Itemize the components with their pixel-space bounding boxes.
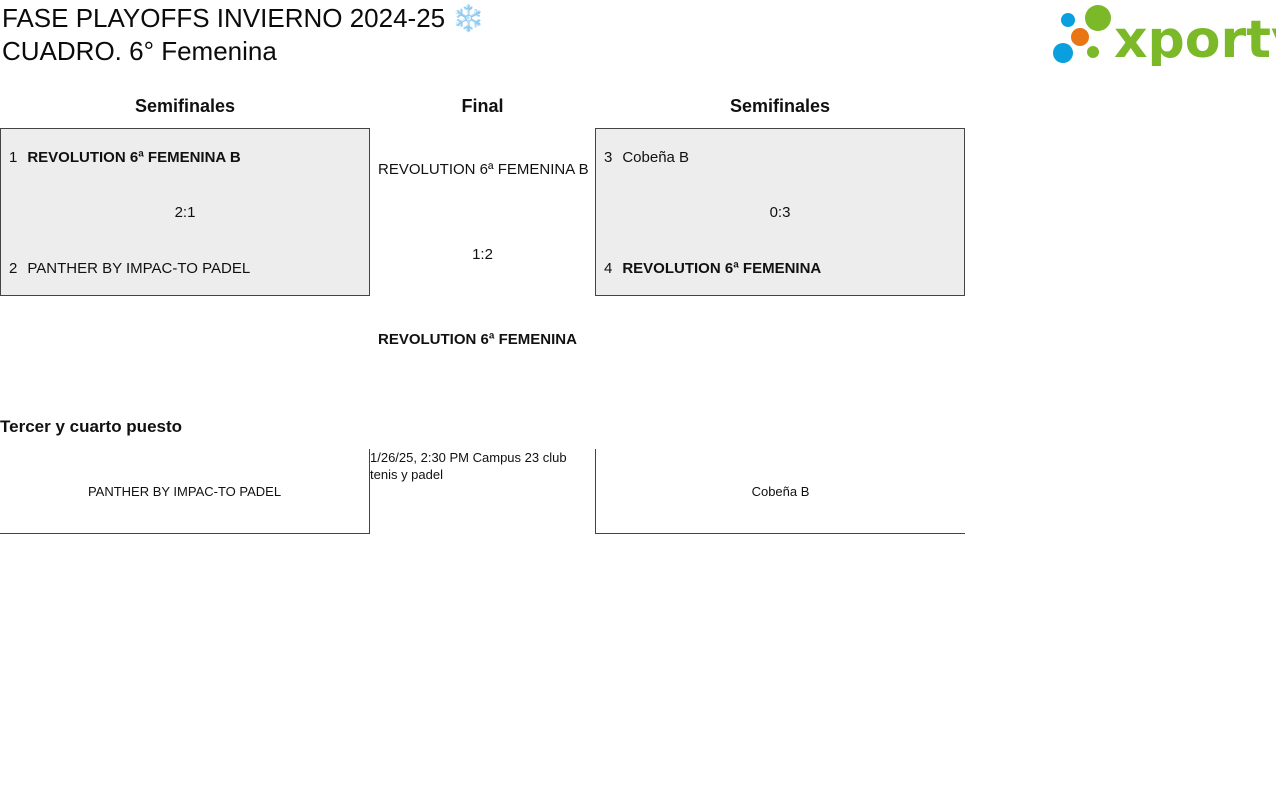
- seed-number: 4: [604, 260, 613, 277]
- seed-number: 1: [9, 149, 18, 166]
- semifinal-left-team1[interactable]: 1 REVOLUTION 6ª FEMENINA B: [9, 149, 241, 166]
- final-score: 1:2: [472, 246, 493, 263]
- team-name: PANTHER BY IMPAC-TO PADEL: [27, 260, 251, 277]
- third-place-match-info: 1/26/25, 2:30 PM Campus 23 club tenis y …: [370, 450, 567, 482]
- semifinal-right-team1[interactable]: 3 Cobeña B: [604, 149, 689, 166]
- column-header-final: Final: [461, 96, 504, 116]
- xporty-logo: xporty: [1053, 5, 1276, 66]
- team-name: REVOLUTION 6ª FEMENINA: [622, 260, 822, 277]
- third-place-right-team[interactable]: Cobeña B: [595, 449, 965, 534]
- title-line-2: CUADRO. 6° Femenina: [2, 36, 277, 66]
- logo-text: xporty: [1114, 10, 1276, 66]
- third-place-title: Tercer y cuarto puesto: [0, 417, 183, 436]
- column-header-semifinals-left: Semifinales: [134, 96, 236, 116]
- semifinal-right-score: 0:3: [769, 204, 791, 221]
- final-team-top[interactable]: REVOLUTION 6ª FEMENINA B: [378, 161, 589, 178]
- semifinal-left-match[interactable]: 1 REVOLUTION 6ª FEMENINA B 2:1 2 PANTHER B…: [0, 128, 370, 296]
- team-name: REVOLUTION 6ª FEMENINA B: [27, 149, 241, 166]
- seed-number: 3: [604, 149, 613, 166]
- team-name: Cobeña B: [751, 483, 810, 499]
- column-header-semifinals-right: Semifinales: [729, 96, 831, 116]
- semifinal-right-match[interactable]: 3 Cobeña B 0:3 4 REVOLUTION 6ª FEMENINA: [595, 128, 965, 296]
- page-title: FASE PLAYOFFS INVIERNO 2024-25 ❄️ CUADRO…: [2, 2, 485, 68]
- semifinal-right-team2[interactable]: 4 REVOLUTION 6ª FEMENINA: [604, 260, 821, 277]
- final-winner[interactable]: REVOLUTION 6ª FEMENINA: [378, 331, 577, 348]
- semifinal-left-team2[interactable]: 2 PANTHER BY IMPAC-TO PADEL: [9, 260, 250, 277]
- semifinal-left-score: 2:1: [174, 204, 196, 221]
- title-line-1: FASE PLAYOFFS INVIERNO 2024-25 ❄️: [2, 3, 485, 33]
- seed-number: 2: [9, 260, 18, 277]
- third-place-left-team[interactable]: PANTHER BY IMPAC-TO PADEL: [0, 449, 370, 534]
- team-name: Cobeña B: [622, 149, 690, 166]
- team-name: PANTHER BY IMPAC-TO PADEL: [87, 483, 282, 499]
